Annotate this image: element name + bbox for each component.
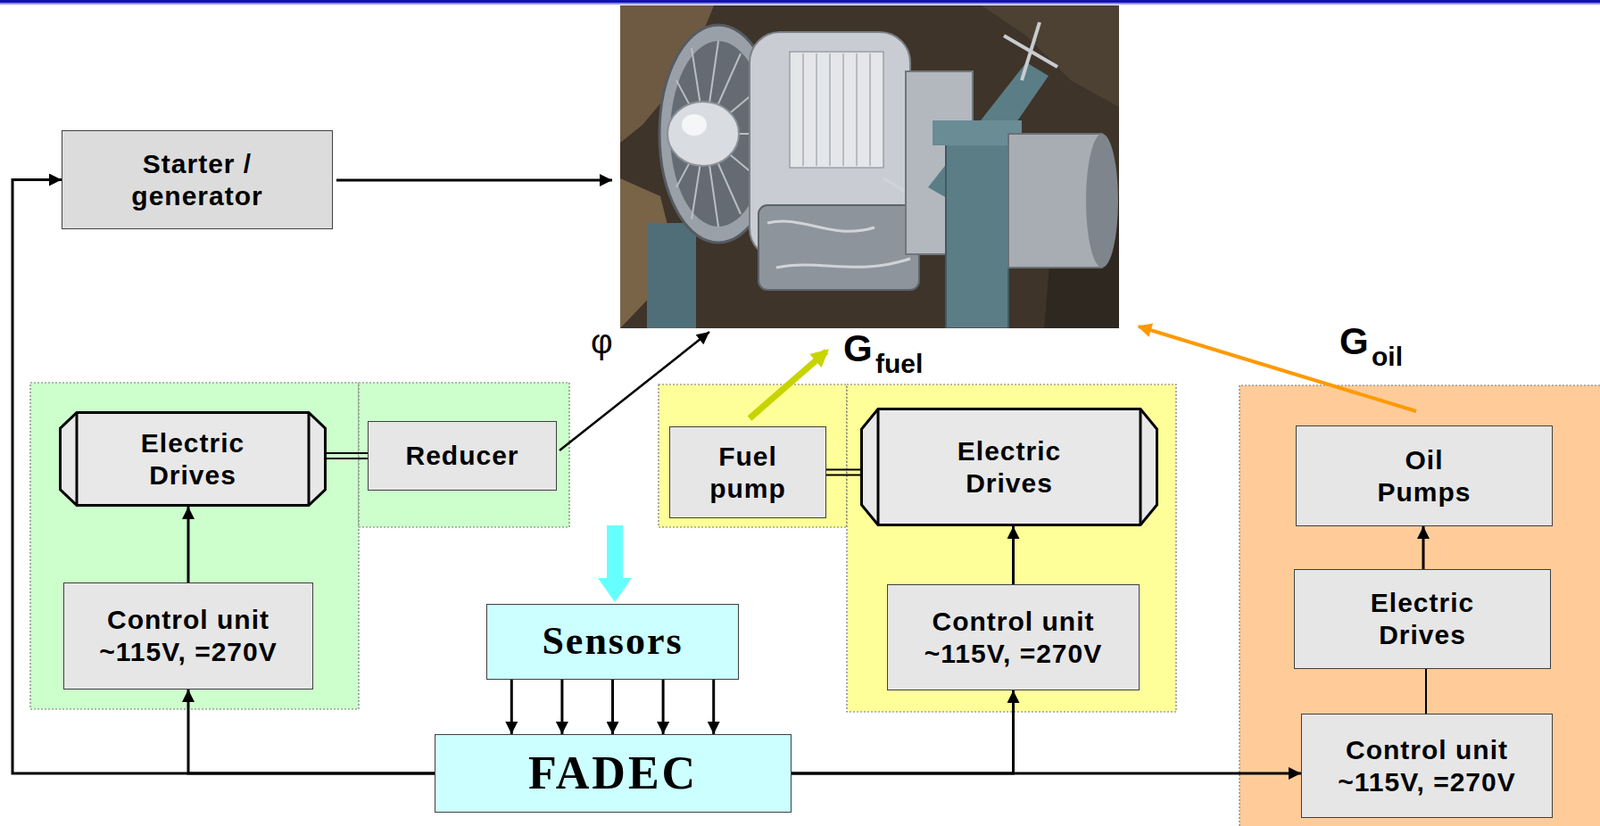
drive-end-line	[75, 413, 79, 506]
node-text: Control unit ~115V, =270V	[1319, 734, 1534, 799]
signal-arrow	[1011, 526, 1015, 585]
green-panel	[30, 382, 359, 710]
stand-pillar	[945, 133, 1009, 329]
node-text: Control unit ~115V, =270V	[81, 604, 296, 669]
control-box: Control unit ~115V, =270V	[1301, 713, 1553, 819]
flow-symbol: G	[1339, 323, 1369, 361]
drive-outline-shape	[60, 413, 326, 506]
exhaust-end	[1086, 133, 1119, 268]
signal-arrow	[712, 679, 715, 735]
signal-arrow	[791, 772, 1302, 776]
yellow-panel	[658, 384, 847, 528]
node-text: Fuel pump	[694, 440, 802, 506]
engine-pipes	[767, 178, 929, 268]
drive-outline	[860, 407, 1159, 527]
cave-wall	[620, 5, 1120, 329]
drive-box: Electric Drives	[58, 411, 327, 507]
node-text: Oil Pumps	[1357, 444, 1492, 509]
node-text: Control unit ~115V, =270V	[906, 605, 1121, 671]
yellow-panel	[846, 384, 1177, 713]
drive-box: Electric Drives	[1293, 569, 1551, 670]
signal-arrow	[510, 679, 514, 735]
stand-post	[646, 223, 697, 329]
flow-subscript: fuel	[875, 350, 923, 378]
fixture-cross	[1003, 22, 1058, 81]
signal-arrow	[791, 690, 1014, 774]
node-text: Sensors	[541, 618, 683, 666]
drive-outline	[58, 411, 327, 507]
reducer-box: Reducer	[367, 421, 557, 491]
starter-box: Starter / generator	[61, 130, 333, 230]
drive-outline-shape	[862, 409, 1158, 526]
signal-arrow	[187, 506, 191, 583]
drive-arrow	[336, 179, 613, 183]
control-box: Control unit ~115V, =270V	[63, 582, 314, 690]
angle-label: φ	[590, 324, 614, 359]
node-text: Starter / generator	[94, 148, 300, 213]
node-text: Electric Drives	[928, 435, 1090, 500]
controller-box: FADEC	[434, 734, 792, 813]
header-rule	[0, 0, 1600, 3]
drive-end-line	[877, 409, 880, 526]
signal-arrow	[188, 689, 435, 774]
fin-lines	[803, 53, 871, 166]
shaft-link	[1425, 669, 1427, 714]
drive-end-line	[307, 413, 311, 506]
sensing-arrow	[597, 525, 632, 603]
signal-arrow	[1422, 526, 1426, 570]
node-text: FADEC	[528, 746, 698, 802]
spinner-highlight	[681, 114, 707, 136]
fuel-flow-arrow	[749, 351, 827, 419]
node-text: Reducer	[405, 439, 519, 473]
spinner	[667, 101, 739, 166]
sensor-box: Sensors	[486, 604, 739, 680]
node-text: Electric Drives	[1342, 587, 1503, 652]
green-panel	[358, 382, 570, 528]
accessory-gearbox	[758, 205, 920, 291]
drive-box: Electric Drives	[860, 407, 1159, 527]
shaft-link	[326, 453, 368, 459]
flow-subscript: oil	[1371, 343, 1403, 371]
node-text: Electric Drives	[112, 427, 274, 492]
pump-box: Fuel pump	[669, 426, 827, 519]
signal-arrow	[662, 679, 665, 735]
orange-panel-border	[1239, 385, 1600, 826]
signal-arrow	[611, 679, 614, 735]
signal-arrow	[560, 679, 564, 735]
engine-photo	[620, 5, 1120, 329]
drive-end-line	[1139, 409, 1143, 526]
flow-symbol: G	[843, 330, 873, 368]
control-box: Control unit ~115V, =270V	[887, 584, 1140, 691]
shaft-link	[826, 470, 861, 476]
orange-panel	[1239, 385, 1600, 826]
header-rule	[0, 2, 1600, 5]
rock	[981, 5, 1120, 108]
engine-fins	[789, 51, 884, 168]
oil-flow-arrow	[1138, 326, 1417, 412]
pump-box: Oil Pumps	[1295, 425, 1553, 527]
